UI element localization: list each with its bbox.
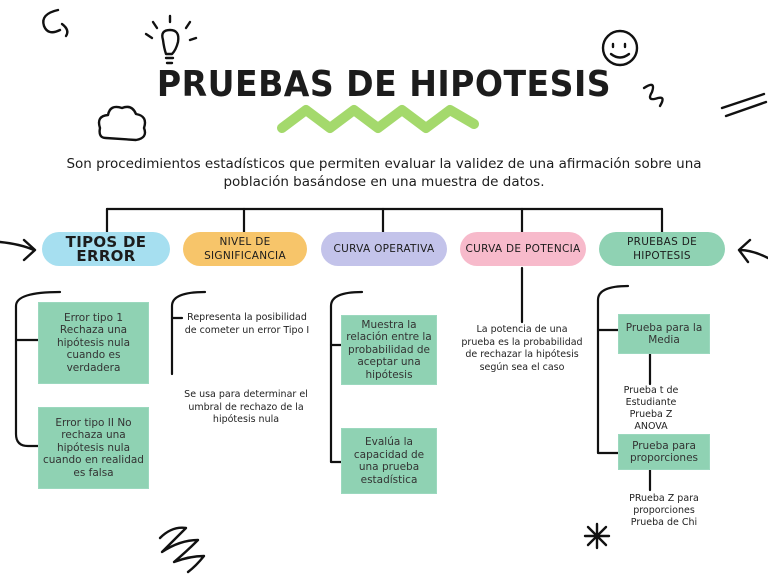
squiggle-topleft-doodle <box>42 8 69 38</box>
branch-tipos-de-error: TIPOS DE ERROR <box>42 232 170 266</box>
title-underline-highlight <box>277 105 479 133</box>
list-item: PRueba Z para proporciones <box>629 493 699 516</box>
operative-box-2: Evalúa la capacidad de una prueba estadí… <box>341 428 437 494</box>
significance-note-1: Representa la posibilidad de cometer un … <box>184 312 310 336</box>
test-proporciones-list: PRueba Z para proporciones Prueba de Chi <box>612 493 716 529</box>
error-type-2-box: Error tipo II No rechaza una hipótesis n… <box>38 407 149 489</box>
spiral-doodle <box>642 83 664 108</box>
test-proporciones-box: Prueba para proporciones <box>618 434 710 470</box>
list-item: ANOVA <box>634 421 668 432</box>
cloud-doodle <box>97 105 147 142</box>
lightbulb-doodle <box>144 14 198 65</box>
asterisk-doodle <box>583 522 611 550</box>
branch-pruebas-de-hipotesis: PRUEBAS DE HIPOTESIS <box>599 232 725 266</box>
left-arrow-doodle <box>0 238 37 262</box>
test-media-list: Prueba t de Estudiante Prueba Z ANOVA <box>598 385 704 433</box>
page-title: PRUEBAS DE HIPOTESIS <box>156 64 612 105</box>
scribble-doodle <box>158 526 206 574</box>
operative-box-1: Muestra la relación entre la probabilida… <box>341 315 437 385</box>
list-item: Prueba de Chi <box>630 517 698 528</box>
right-arrow-doodle <box>737 238 768 264</box>
operative-bracket <box>329 290 364 464</box>
page-subtitle: Son procedimientos estadísticos que perm… <box>66 156 702 190</box>
branch-curva-operativa: CURVA OPERATIVA <box>321 232 447 266</box>
test-media-box: Prueba para la Media <box>618 314 710 354</box>
error-bracket <box>14 290 62 448</box>
significance-note-2: Se usa para determinar el umbral de rech… <box>184 389 308 425</box>
error-type-1-box: Error tipo 1 Rechaza una hipótesis nula … <box>38 302 149 384</box>
smiley-doodle <box>601 29 639 67</box>
power-note: La potencia de una prueba es la probabil… <box>461 324 583 373</box>
significance-bracket <box>170 290 207 376</box>
list-item: Prueba Z <box>629 409 673 420</box>
branch-curva-de-potencia: CURVA DE POTENCIA <box>460 232 586 266</box>
stroke-lines-doodle <box>720 92 768 118</box>
branch-nivel-de-significancia: NIVEL DE SIGNIFICANCIA <box>183 232 307 266</box>
list-item: Prueba t de Estudiante <box>623 385 679 408</box>
tests-bracket <box>596 284 630 455</box>
